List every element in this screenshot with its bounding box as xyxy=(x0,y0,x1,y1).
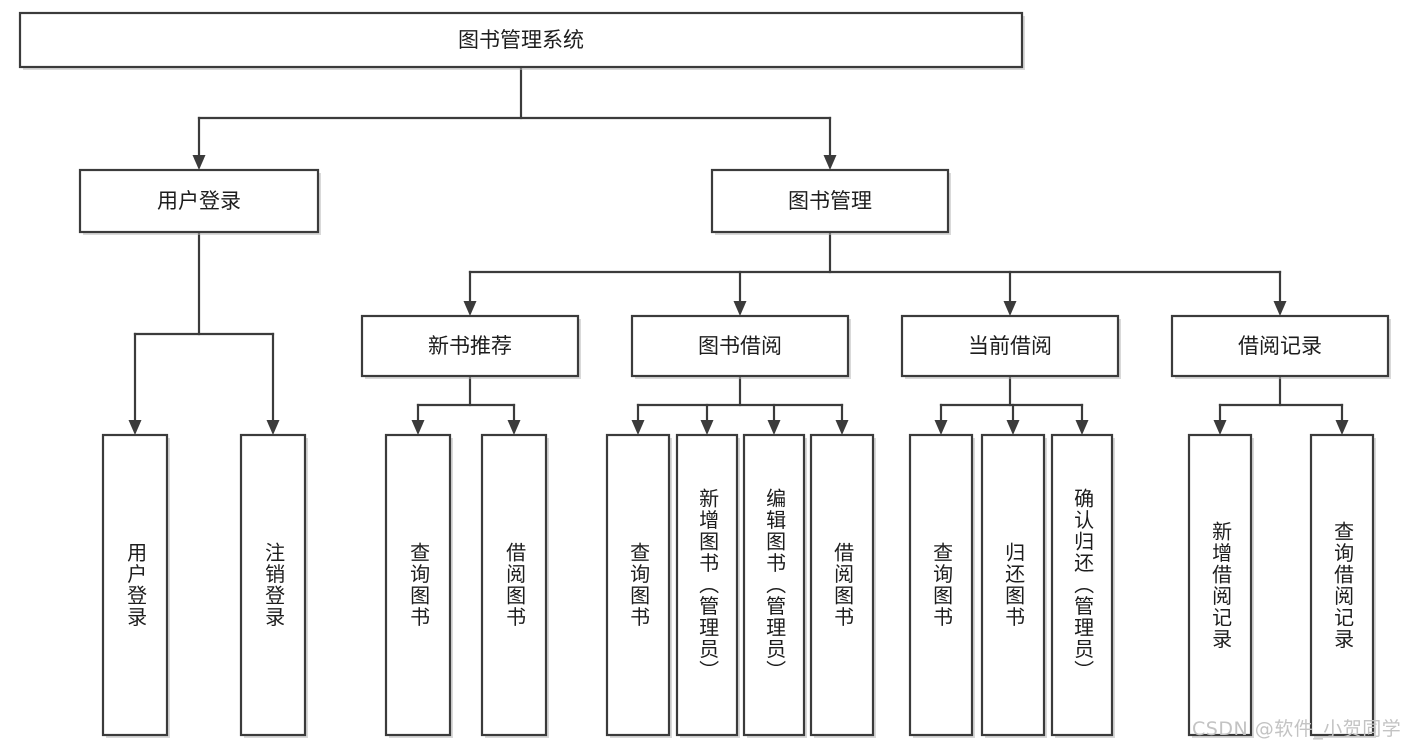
connector-arrowhead xyxy=(934,420,948,435)
connector-arrowhead xyxy=(1273,301,1287,316)
node-box-book-manage[interactable] xyxy=(710,168,950,234)
connector-arrowhead xyxy=(463,301,477,316)
node-box-leaf-add-book[interactable] xyxy=(675,433,739,737)
node-box-leaf-query-book-1[interactable] xyxy=(384,433,452,737)
connector-arrowhead xyxy=(700,420,714,435)
node-box-leaf-query-book-3[interactable] xyxy=(908,433,974,737)
node-box-leaf-borrow-book-1[interactable] xyxy=(480,433,548,737)
connector-arrowhead xyxy=(507,420,521,435)
node-box-user-login[interactable] xyxy=(78,168,320,234)
node-label-root: 图书管理系统 xyxy=(458,28,584,52)
csdn-watermark: CSDN @软件_小贺同学 xyxy=(1192,718,1402,740)
connector-arrowhead xyxy=(192,155,206,170)
node-label-book-manage: 图书管理 xyxy=(788,189,872,213)
node-box-leaf-add-record[interactable] xyxy=(1187,433,1253,737)
node-label-borrow-record: 借阅记录 xyxy=(1238,334,1322,358)
node-box-book-borrow[interactable] xyxy=(630,314,850,378)
node-box-new-book-rec[interactable] xyxy=(360,314,580,378)
connectors-layer xyxy=(128,65,1349,435)
connector-arrowhead xyxy=(1213,420,1227,435)
node-box-current-borrow[interactable] xyxy=(900,314,1120,378)
node-box-leaf-return-book[interactable] xyxy=(980,433,1046,737)
connector-arrowhead xyxy=(128,420,142,435)
connector-arrowhead xyxy=(767,420,781,435)
node-label-user-login: 用户登录 xyxy=(157,189,241,213)
connector-arrowhead xyxy=(733,301,747,316)
node-box-leaf-confirm-return[interactable] xyxy=(1050,433,1114,737)
connector-arrowhead xyxy=(1003,301,1017,316)
connector-arrowhead xyxy=(1006,420,1020,435)
connector-arrowhead xyxy=(823,155,837,170)
connector-arrowhead xyxy=(1075,420,1089,435)
node-box-leaf-borrow-book-2[interactable] xyxy=(809,433,875,737)
node-box-leaf-query-record[interactable] xyxy=(1309,433,1375,737)
connector-arrowhead xyxy=(411,420,425,435)
connector-arrowhead xyxy=(835,420,849,435)
node-box-root[interactable] xyxy=(18,11,1024,69)
node-box-borrow-record[interactable] xyxy=(1170,314,1390,378)
node-label-new-book-rec: 新书推荐 xyxy=(428,334,512,358)
connector-arrowhead xyxy=(266,420,280,435)
node-box-leaf-user-logout[interactable] xyxy=(239,433,307,737)
node-box-leaf-query-book-2[interactable] xyxy=(605,433,671,737)
boxes-layer xyxy=(18,11,1391,738)
node-box-leaf-edit-book[interactable] xyxy=(742,433,806,737)
node-box-leaf-user-login[interactable] xyxy=(101,433,169,737)
connector-arrowhead xyxy=(1335,420,1349,435)
connector-arrowhead xyxy=(631,420,645,435)
node-label-book-borrow: 图书借阅 xyxy=(698,334,782,358)
node-label-current-borrow: 当前借阅 xyxy=(968,334,1052,358)
